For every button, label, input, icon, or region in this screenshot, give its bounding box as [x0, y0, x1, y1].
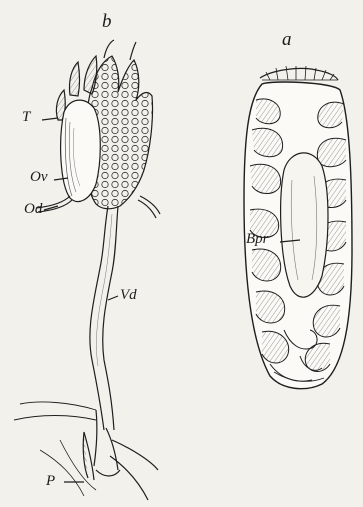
leader-vas-deferens [108, 296, 118, 300]
label-vas-deferens: Vd [120, 288, 137, 303]
panel-a-drawing [244, 66, 352, 389]
head-crown [260, 66, 338, 80]
label-brood-pouch: Bpr [246, 232, 269, 247]
label-testis: T [22, 110, 30, 125]
vas-deferens [90, 206, 118, 430]
panel-a-heading: a [282, 30, 292, 49]
panel-b-drawing [14, 40, 160, 500]
leader-testis [42, 118, 58, 120]
lateral-duct [140, 196, 160, 214]
label-oviduct: Od [24, 202, 42, 217]
brood-pouch [281, 153, 328, 297]
label-ovary: Ov [30, 170, 48, 185]
penis-region [14, 402, 158, 500]
ovary-sac [61, 100, 101, 201]
label-penis: P [46, 474, 55, 489]
panel-b-heading: b [102, 12, 112, 31]
